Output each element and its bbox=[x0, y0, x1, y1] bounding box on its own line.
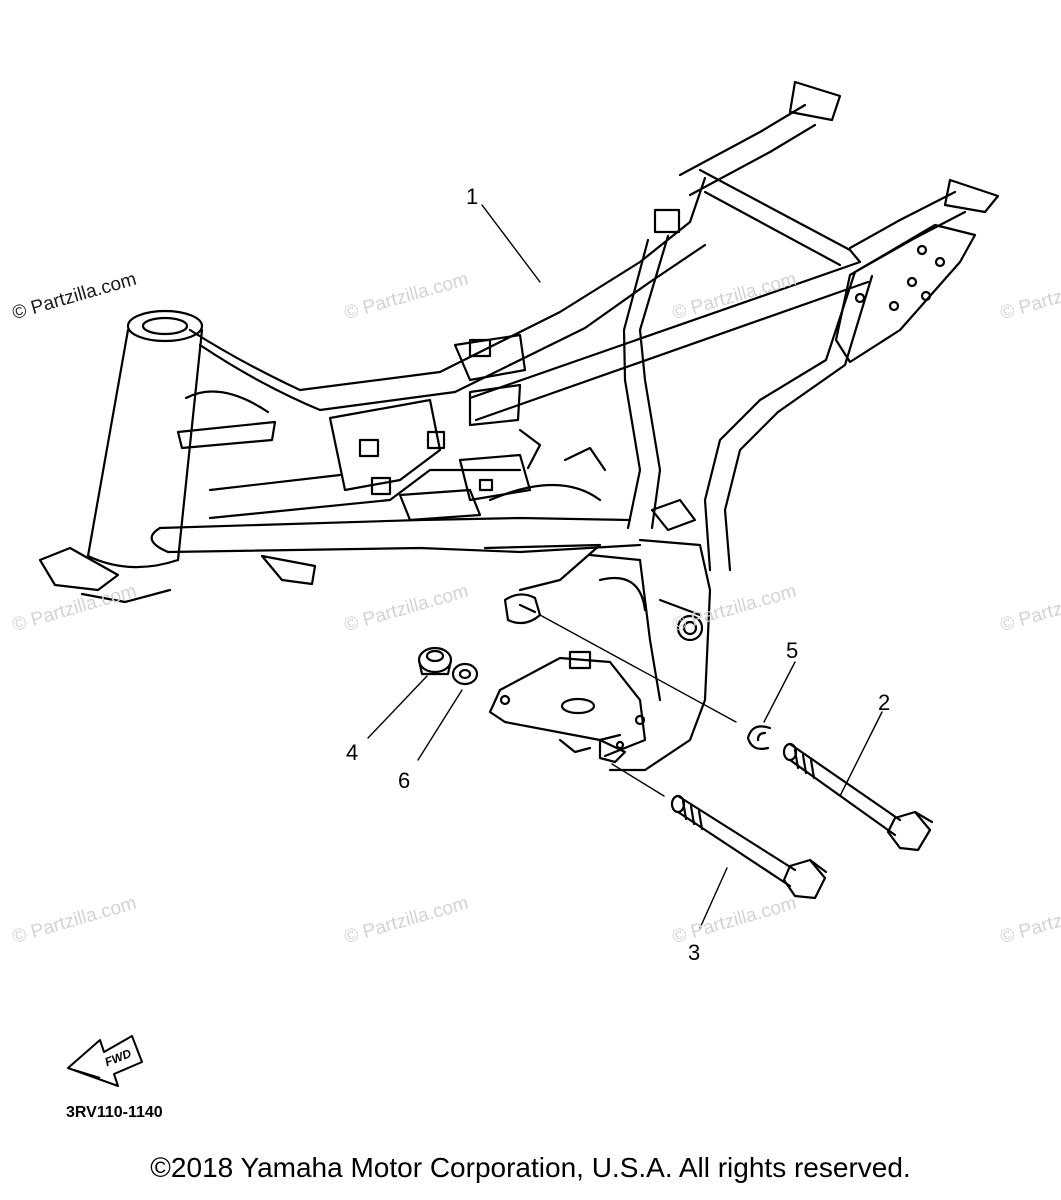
head-pipe bbox=[38, 309, 204, 604]
part-code: 3RV110-1140 bbox=[66, 1104, 163, 1121]
pivot-clip bbox=[503, 593, 542, 625]
callout-5: 5 bbox=[786, 638, 799, 663]
lower-cradle bbox=[488, 650, 647, 764]
main-frame-spar bbox=[176, 176, 707, 450]
lower-frame-tube bbox=[150, 468, 642, 586]
callout-1: 1 bbox=[466, 184, 479, 209]
leader-lines bbox=[367, 204, 883, 929]
callout-4: 4 bbox=[346, 740, 359, 765]
pivot-housing bbox=[483, 538, 712, 772]
nut-part-4 bbox=[417, 646, 453, 676]
bolt-part-2 bbox=[782, 742, 934, 852]
rear-bracket-plate bbox=[834, 223, 977, 364]
washer-part-6 bbox=[451, 662, 479, 686]
down-tube-rear bbox=[622, 234, 874, 572]
copyright-notice: ©2018 Yamaha Motor Corporation, U.S.A. A… bbox=[150, 1152, 911, 1183]
callout-3: 3 bbox=[688, 940, 701, 965]
circlip-part-5 bbox=[746, 725, 772, 750]
engine-mount-bracket bbox=[328, 208, 697, 532]
callout-2: 2 bbox=[878, 690, 891, 715]
callout-6: 6 bbox=[398, 768, 411, 793]
bolt-part-3 bbox=[670, 794, 828, 900]
fwd-arrow-icon bbox=[67, 1035, 143, 1087]
diagonal-tube bbox=[468, 260, 870, 427]
rear-upper-rail bbox=[678, 80, 1000, 270]
